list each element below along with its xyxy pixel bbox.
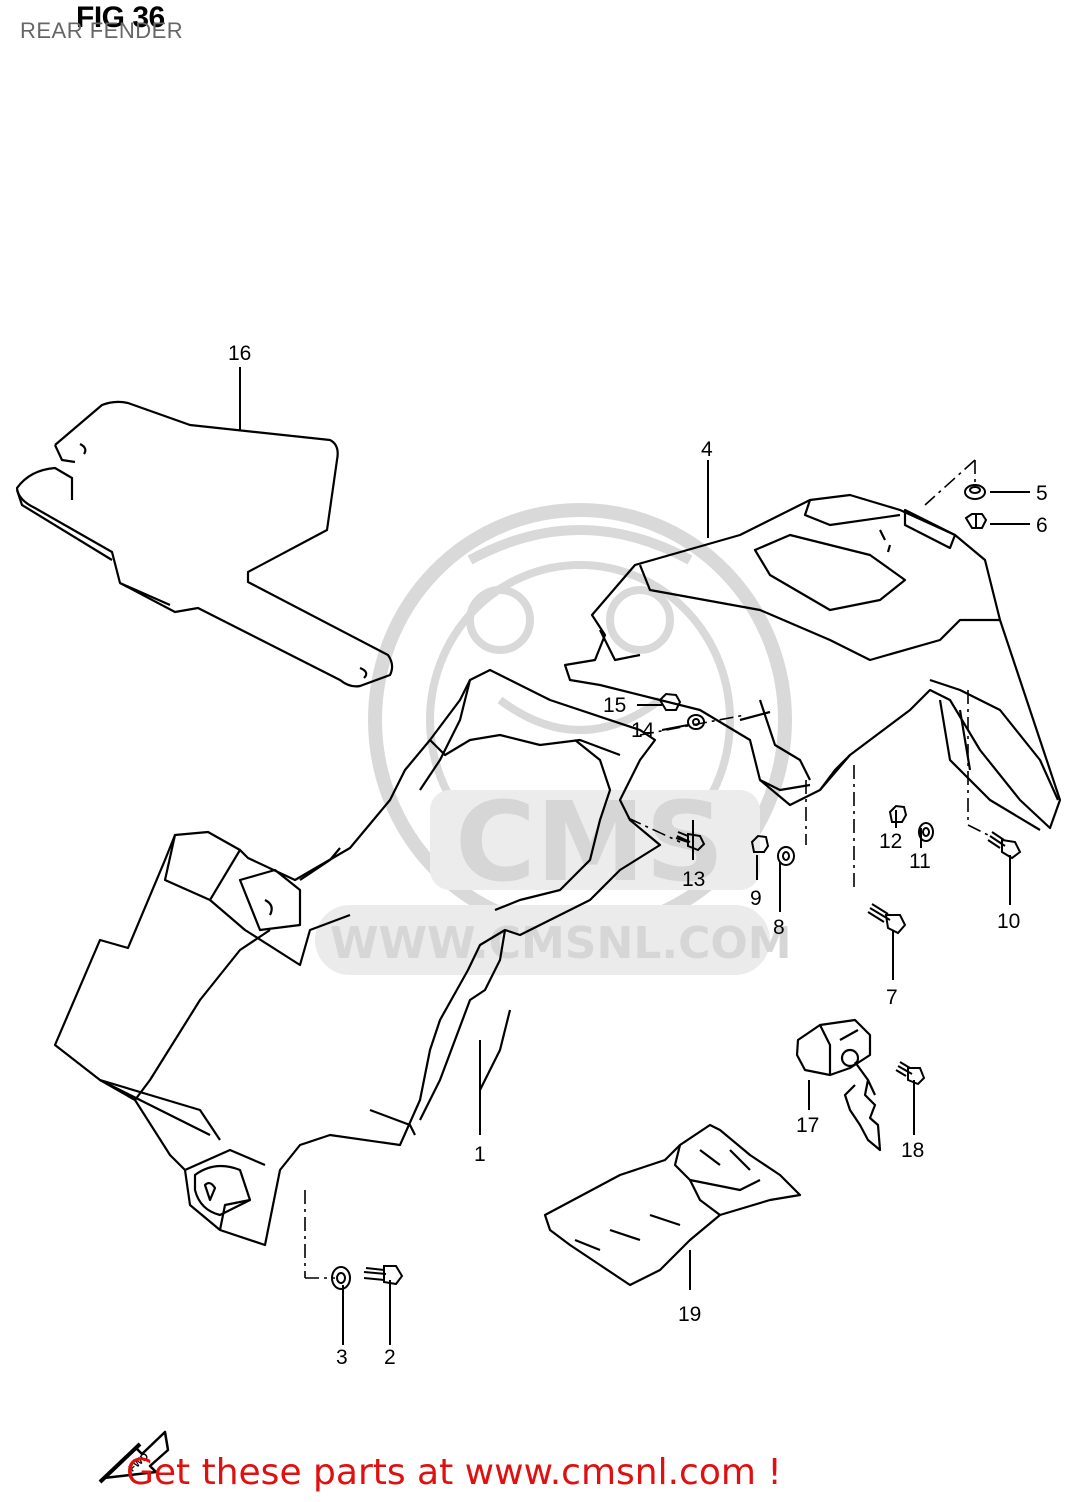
assembly-lines xyxy=(304,459,991,1279)
part-12-nut xyxy=(888,804,908,823)
leader-lines xyxy=(239,367,1030,1345)
part-1-rear-fender-main xyxy=(53,668,662,1247)
label-part-4: 4 xyxy=(701,438,713,461)
label-part-10: 10 xyxy=(997,910,1020,933)
label-part-17: 17 xyxy=(796,1114,819,1137)
label-part-15: 15 xyxy=(603,694,626,717)
label-part-1: 1 xyxy=(474,1143,486,1166)
part-15-nut xyxy=(658,692,682,711)
label-part-14: 14 xyxy=(631,719,655,742)
label-part-5: 5 xyxy=(1036,482,1048,505)
label-part-9: 9 xyxy=(750,887,762,910)
label-part-16: 16 xyxy=(228,342,251,365)
part-10-bolt xyxy=(987,831,1022,860)
part-2-bolt xyxy=(363,1265,404,1286)
part-19-tool-bag xyxy=(543,1123,802,1287)
hardware-parts xyxy=(331,484,1022,1290)
label-part-18: 18 xyxy=(901,1139,924,1162)
label-part-7: 7 xyxy=(886,986,898,1009)
part-4-rear-fender-upper xyxy=(563,493,1062,831)
part-17-seat-lock xyxy=(795,1018,882,1152)
label-part-8: 8 xyxy=(773,916,785,939)
part-6-nut xyxy=(964,513,988,529)
part-16-cover-plate xyxy=(15,400,394,688)
part-9-nut xyxy=(750,834,770,853)
label-part-12: 12 xyxy=(879,830,902,853)
footer-banner: Get these parts at www.cmsnl.com ! xyxy=(112,1442,782,1502)
label-part-6: 6 xyxy=(1036,514,1048,537)
label-part-13: 13 xyxy=(682,868,705,891)
section-title: REAR FENDER xyxy=(20,18,184,43)
part-11-washer xyxy=(918,822,934,842)
fwd-arrow-icon: FWD xyxy=(98,1430,170,1484)
part-7-bolt xyxy=(867,903,907,935)
figure-label: FIG 36 xyxy=(76,1,165,34)
part-14-washer xyxy=(687,714,705,730)
part-18-bolt xyxy=(895,1061,926,1086)
watermark-url: WWW.CMSNL.COM xyxy=(330,918,792,969)
label-part-11: 11 xyxy=(909,850,931,873)
part-5-grommet xyxy=(964,484,986,500)
part-8-washer xyxy=(777,846,795,866)
part-labels: 16 4 5 6 15 14 12 11 13 9 8 10 7 17 18 1… xyxy=(228,342,1048,1369)
label-part-19: 19 xyxy=(678,1303,701,1326)
part-13-bolt xyxy=(675,831,706,852)
label-part-2: 2 xyxy=(384,1346,396,1369)
get-parts-link[interactable]: Get these parts at www.cmsnl.com ! xyxy=(126,1451,782,1493)
label-part-3: 3 xyxy=(336,1346,348,1369)
part-3-washer xyxy=(331,1266,351,1290)
